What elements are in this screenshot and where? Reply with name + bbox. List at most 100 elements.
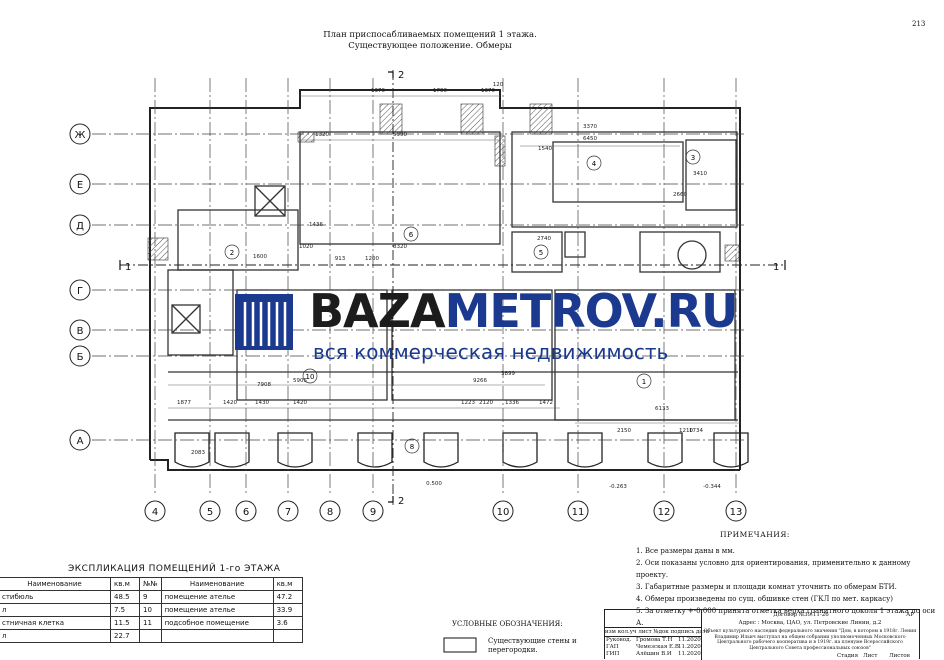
legend-item-label: Существующие стены и перегородки.: [488, 637, 577, 654]
axis-label-vertical: 6: [243, 507, 249, 518]
stamp-contract: Договор №39.11-26: [773, 612, 829, 618]
drawing-title: План приспосабливаемых помещений 1 этажа…: [300, 30, 560, 52]
dimension-label: 1420: [293, 400, 307, 406]
dimension-label: 3899: [501, 371, 515, 377]
dimension-label: 1436: [309, 222, 323, 228]
dimension-label: 3410: [693, 171, 707, 177]
facade-pier: [647, 432, 683, 468]
dimension-label: 1223: [461, 400, 475, 406]
dimension-label: 0.500: [426, 481, 442, 487]
room-number: 5: [539, 249, 543, 257]
cell-number: 9: [139, 590, 162, 604]
facade-pier: [423, 432, 459, 468]
dimension-label: 1210: [679, 428, 693, 434]
explication-title: ЭКСПЛИКАЦИЯ ПОМЕЩЕНИЙ 1-го ЭТАЖА: [68, 564, 281, 574]
section-1-right-label: 1: [773, 262, 779, 273]
note-item: 3. Габаритные размеры и площади комнат у…: [636, 583, 897, 591]
axis-bubble: [69, 214, 91, 236]
dimension-label: -0.344: [703, 484, 721, 490]
table-row: л 22.7: [0, 629, 303, 643]
exterior-walls: [149, 89, 741, 471]
dimension-label: 3370: [583, 124, 597, 130]
dimension-label: 1370: [371, 88, 385, 94]
dimension-label: 1420: [223, 400, 237, 406]
cell-name: подсобное помещение: [160, 616, 274, 630]
axis-bubble: [319, 500, 341, 522]
table-header-row: Наименование кв.м №№ Наименование кв.м: [0, 577, 303, 591]
legend-wall-swatch: [443, 637, 477, 653]
watermark-brand: BAZAMETROV.RU: [309, 284, 739, 338]
axis-bubble: [69, 429, 91, 451]
cell-number: 10: [139, 603, 162, 617]
room-marker: [533, 244, 549, 260]
dimension-label: 2083: [191, 450, 205, 456]
stamp-description: Объект культурного наследия федерального…: [703, 629, 917, 651]
dimension-label: 913: [335, 256, 346, 262]
facade-pier: [567, 432, 603, 468]
axis-bubble: [144, 500, 166, 522]
section-1-left-label: 1: [125, 262, 131, 273]
stamp-footer-cell: Листов: [889, 653, 910, 659]
watermark-brand-blue: METROV.RU: [444, 284, 739, 338]
note-item: 2. Оси показаны условно для ориентирован…: [636, 559, 911, 579]
cell-area: 22.7: [110, 629, 140, 643]
dimension-label: 1430: [255, 400, 269, 406]
dimension-lines: [168, 95, 740, 424]
axis-label-vertical: 4: [152, 507, 158, 518]
dimension-label: 1200: [365, 256, 379, 262]
dimension-label: 1600: [253, 254, 267, 260]
axis-bubble: [69, 173, 91, 195]
axis-bubble: [199, 500, 221, 522]
table-row: стничная клетка 11.5 11 подсобное помеще…: [0, 616, 303, 630]
room-marker: [685, 149, 701, 165]
facade-pier: [357, 432, 393, 468]
axis-label-vertical: 13: [730, 507, 743, 518]
watermark-tagline: вся коммерческая недвижимость: [313, 340, 669, 364]
page-number: 213: [912, 20, 926, 28]
room-number: 4: [592, 160, 597, 168]
table-row: стибюль 48.5 9 помещение ателье 47.2: [0, 590, 303, 604]
cell-name: [160, 629, 274, 643]
note-item: 4. Обмеры произведены по сущ. обшивке ст…: [636, 595, 893, 603]
cell-name: помещение ателье: [160, 590, 274, 604]
stamp-code: АР: [906, 612, 914, 618]
axis-label-vertical: 9: [370, 507, 376, 518]
cell-name: л: [0, 603, 111, 617]
dimension-label: 6450: [583, 136, 597, 142]
room-marker: [224, 244, 240, 260]
note-item: 1. Все размеры даны в мм.: [636, 547, 735, 555]
header-name: Наименование: [160, 577, 274, 591]
facade-pier: [174, 432, 210, 468]
dimension-label: 7908: [257, 382, 271, 388]
cell-number: [139, 629, 162, 643]
cell-name: стибюль: [0, 590, 111, 604]
dimension-label: 2120: [479, 400, 493, 406]
section-2-bottom-label: 2: [398, 496, 404, 507]
stamp-columns: изм кол.уч лист №док подпись дата: [605, 629, 709, 636]
stamp-col: лист: [638, 629, 652, 635]
room-number: 10: [306, 373, 315, 381]
dimension-label: 1877: [177, 400, 191, 406]
room-number: 6: [409, 231, 414, 239]
room-number: 8: [410, 443, 414, 451]
cell-area: 11.5: [110, 616, 140, 630]
note-item: 5. За отметку +-0.000 принята отметка ве…: [636, 607, 936, 627]
axis-label-horizontal: Ж: [75, 130, 86, 141]
stamp-name: Чемезская Е.В: [636, 644, 679, 650]
header-area: кв.м: [272, 577, 303, 591]
dimension-label: 2150: [617, 428, 631, 434]
section-marks: 2 2 1 1: [119, 70, 786, 507]
dimension-label: 1020: [299, 244, 313, 250]
room-number: 1: [642, 378, 646, 386]
stamp-footer-cell: Стадия: [837, 653, 859, 659]
stamp-role: Руковод.: [606, 637, 632, 643]
watermark-brand-dark: BAZA: [309, 284, 446, 338]
dimension-label: 6133: [655, 406, 669, 412]
section-2-top-label: 2: [398, 70, 404, 81]
notes-list: 1. Все размеры даны в мм. 2. Оси показан…: [636, 545, 936, 629]
